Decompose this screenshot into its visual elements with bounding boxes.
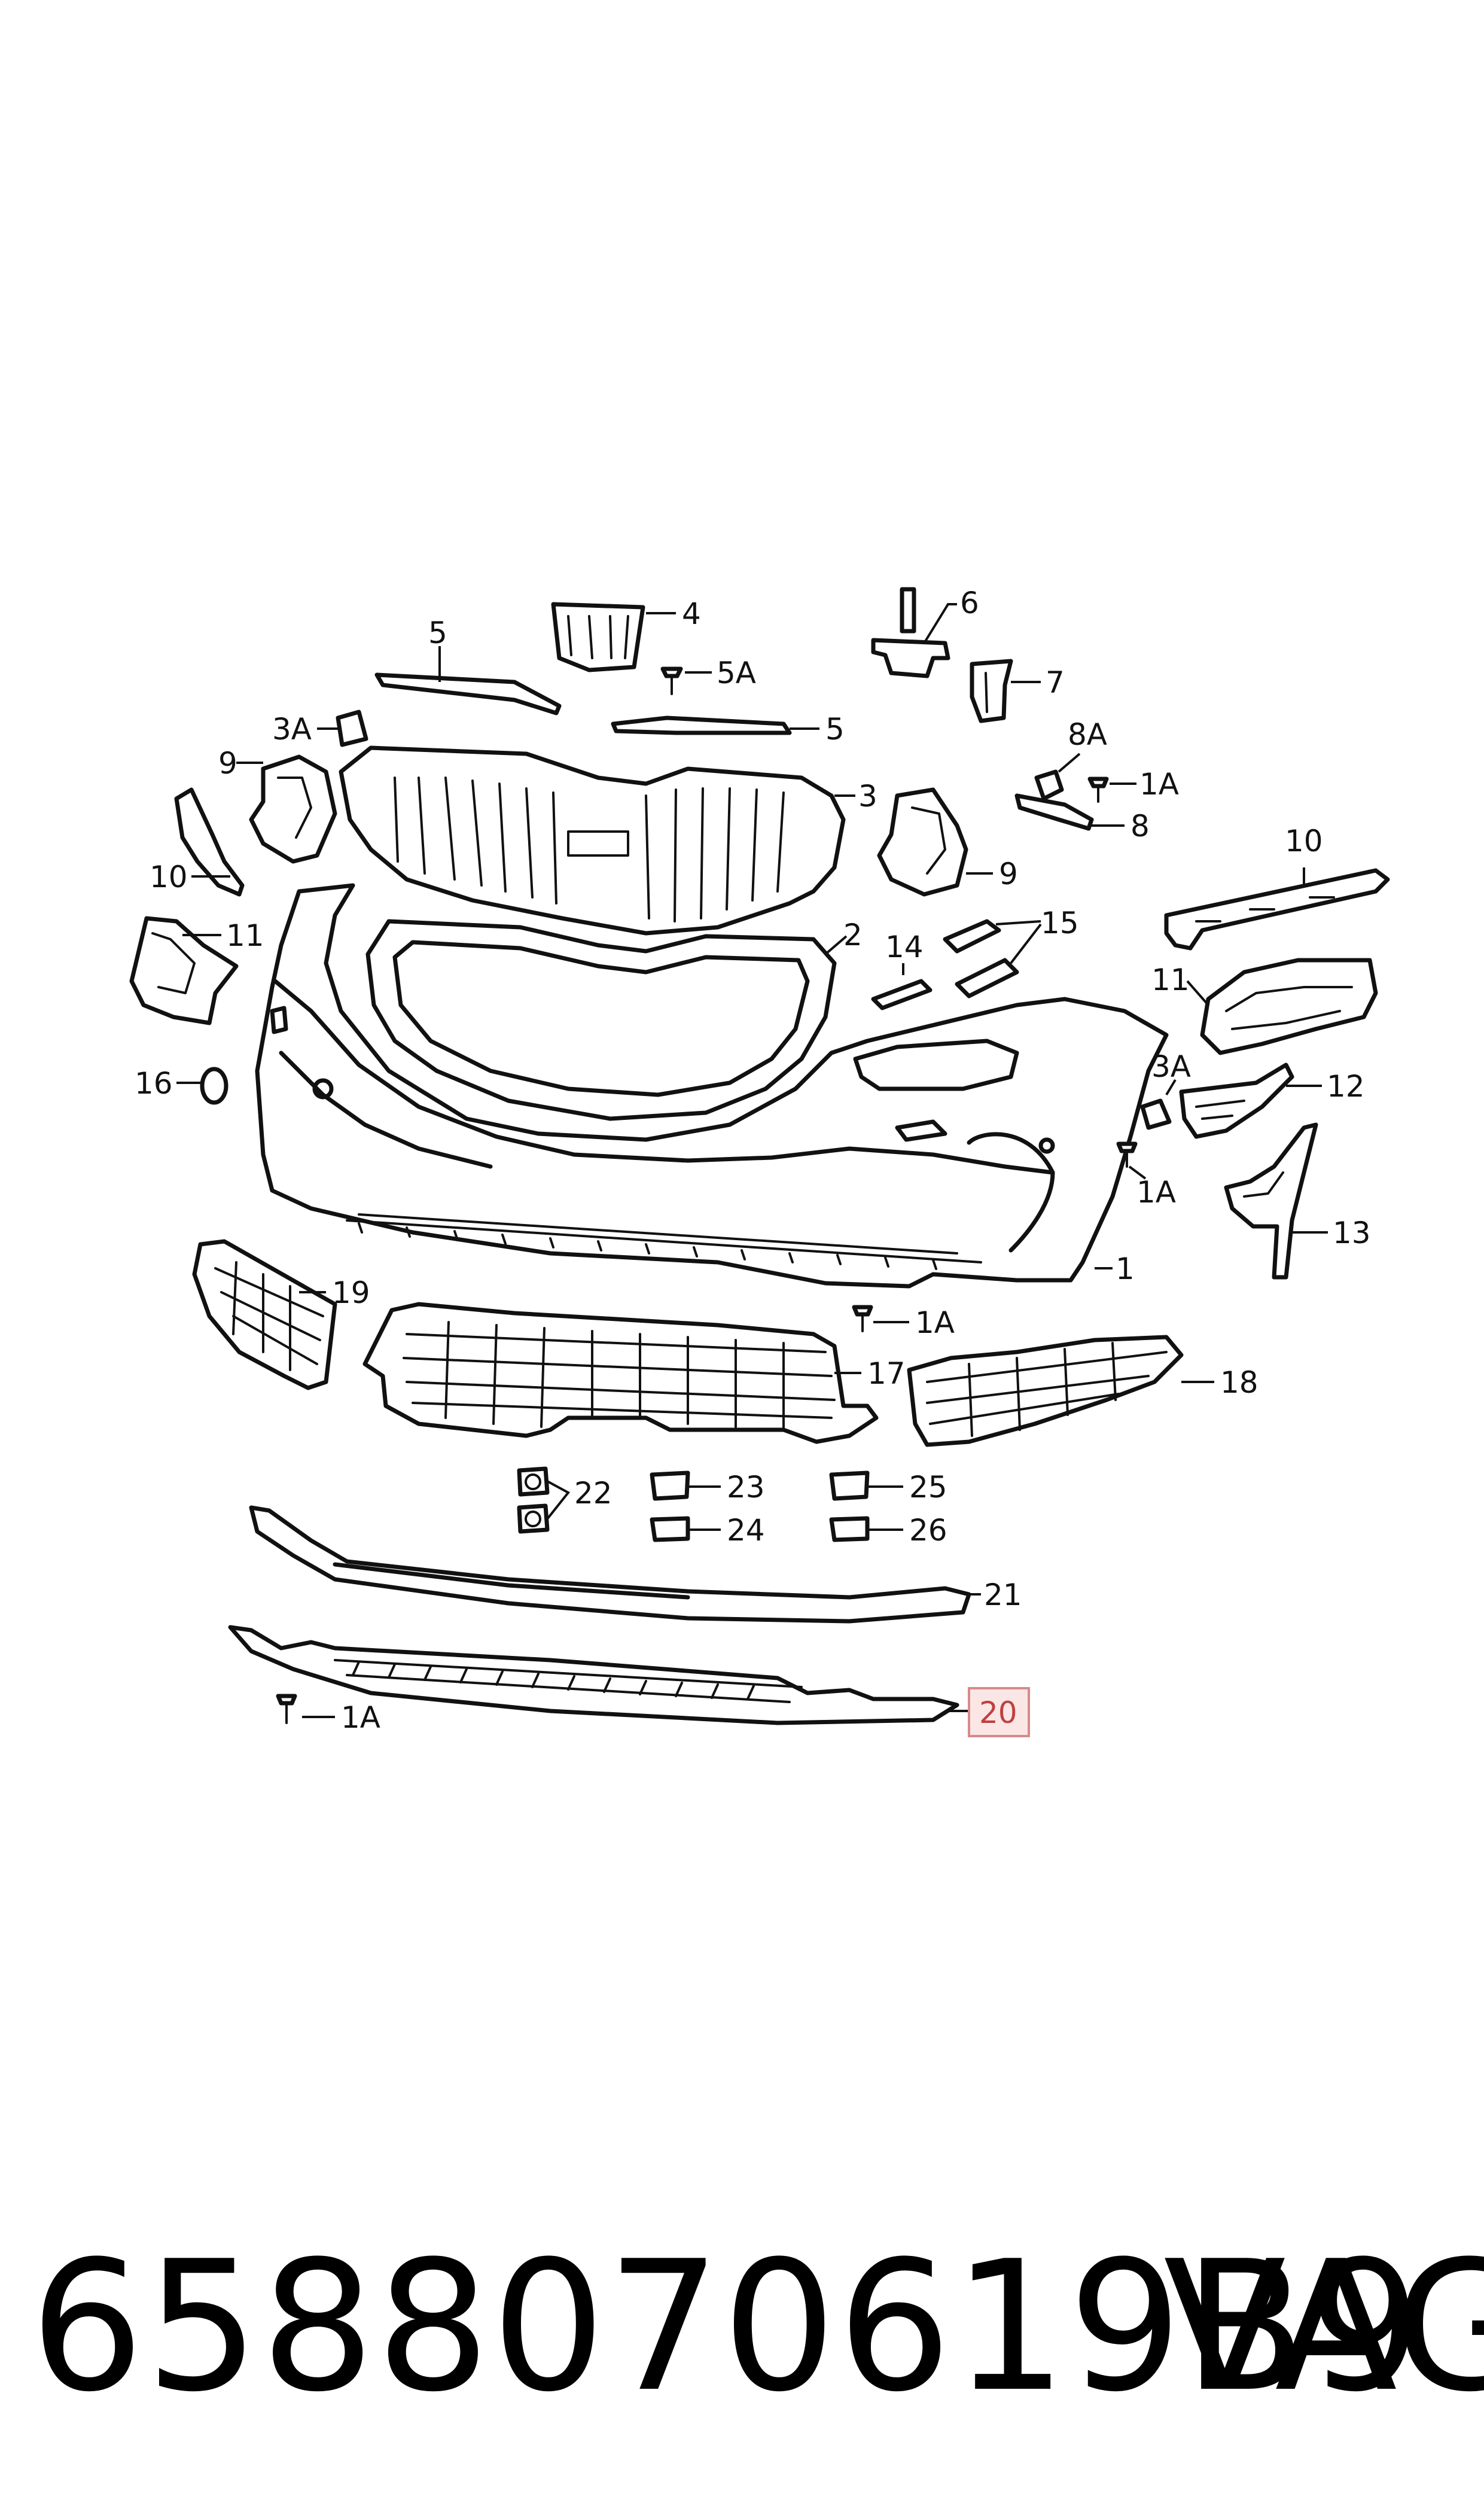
- exploded-parts-diagram: 4 5A 5 5 6 7 3A: [129, 586, 1390, 1737]
- part-24: 24: [650, 1513, 765, 1548]
- part-10-right: 10: [1164, 824, 1390, 951]
- callout-7: 7: [1046, 665, 1065, 700]
- callout-1a-top: 1A: [1139, 767, 1179, 802]
- callout-11-left: 11: [226, 918, 264, 953]
- part-1a-right: 1A: [1116, 1141, 1176, 1210]
- part-23: 23: [650, 1470, 765, 1505]
- part-14: 14: [871, 930, 933, 1010]
- callout-3a-right: 3A: [1151, 1049, 1191, 1084]
- part-16: 16: [135, 1066, 228, 1105]
- part-1a-top: 1A: [1087, 767, 1179, 803]
- callout-16: 16: [135, 1066, 173, 1101]
- part-4: 4: [551, 596, 701, 672]
- part-1a-middle: 1A: [852, 1305, 955, 1340]
- part-5-right: 5: [611, 712, 845, 747]
- callout-20-box: [968, 1687, 1030, 1737]
- part-26: 26: [829, 1513, 947, 1548]
- callout-9-left: 9: [218, 746, 237, 781]
- part-8: 8: [1014, 793, 1150, 844]
- part-1a-bottom: 1A: [276, 1694, 380, 1735]
- part-5-left: 5: [374, 616, 562, 715]
- callout-8a: 8A: [1068, 717, 1107, 752]
- callout-24: 24: [727, 1513, 765, 1548]
- part-9-right: 9: [877, 787, 1018, 897]
- part-3-grille: 3: [339, 745, 877, 936]
- callout-5-left: 5: [428, 616, 447, 650]
- callout-3: 3: [858, 779, 877, 814]
- callout-11-right: 11: [1151, 963, 1190, 997]
- callout-10-right: 10: [1285, 824, 1323, 858]
- part-10-left: 10: [150, 787, 245, 897]
- callout-1: 1: [1116, 1252, 1135, 1286]
- callout-9-right: 9: [999, 857, 1018, 891]
- part-9-left: 9: [218, 746, 337, 864]
- part-5a: 5A: [660, 656, 756, 695]
- part-8a: 8A: [1034, 717, 1107, 801]
- callout-25: 25: [909, 1470, 947, 1505]
- callout-1a-middle: 1A: [915, 1305, 955, 1340]
- callout-20-highlight[interactable]: 20: [968, 1687, 1030, 1737]
- part-15: 15: [943, 906, 1079, 998]
- part-number: 6588070619B9: [30, 2222, 1424, 2431]
- callout-21: 21: [984, 1578, 1022, 1612]
- part-19: 19: [192, 1239, 370, 1390]
- callout-1a-right: 1A: [1136, 1175, 1176, 1210]
- part-17: 17: [362, 1302, 906, 1444]
- part-6: 6: [871, 586, 979, 678]
- callout-17: 17: [867, 1356, 906, 1391]
- part-3a-left: 3A: [272, 710, 368, 747]
- callout-5-right: 5: [825, 712, 845, 747]
- callout-5a: 5A: [717, 656, 756, 690]
- callout-12: 12: [1327, 1069, 1365, 1104]
- callout-26: 26: [909, 1513, 947, 1548]
- part-18: 18: [907, 1335, 1258, 1447]
- callout-13: 13: [1333, 1216, 1371, 1250]
- part-12: 12: [1179, 1062, 1365, 1139]
- part-3a-right: 3A: [1140, 1049, 1191, 1130]
- callout-23: 23: [727, 1470, 765, 1505]
- part-11-right: 11: [1151, 958, 1378, 1055]
- part-21: 21: [249, 1505, 1022, 1624]
- callout-3a-left: 3A: [272, 712, 312, 747]
- part-13: 13: [1224, 1122, 1371, 1280]
- part-11-left: 11: [129, 916, 264, 1025]
- callout-2: 2: [843, 918, 863, 952]
- part-2-frame: 2: [365, 918, 863, 1121]
- callout-18: 18: [1220, 1365, 1258, 1400]
- callout-14: 14: [885, 930, 924, 964]
- part-7: 7: [970, 659, 1065, 723]
- callout-10-left: 10: [150, 860, 188, 894]
- callout-19: 19: [332, 1275, 370, 1310]
- part-22: 22: [517, 1466, 613, 1534]
- callout-22: 22: [574, 1476, 613, 1511]
- part-25: 25: [829, 1470, 947, 1505]
- brand-name: VAG: [1163, 2222, 1484, 2431]
- callout-8: 8: [1130, 809, 1150, 844]
- callout-6: 6: [960, 586, 979, 620]
- callout-1a-bottom: 1A: [341, 1700, 380, 1735]
- part-1-bumper: 1: [255, 883, 1169, 1289]
- callout-15: 15: [1041, 906, 1079, 940]
- part-20: [228, 1625, 969, 1725]
- callout-4: 4: [682, 596, 701, 631]
- callout-20: 20: [979, 1695, 1017, 1730]
